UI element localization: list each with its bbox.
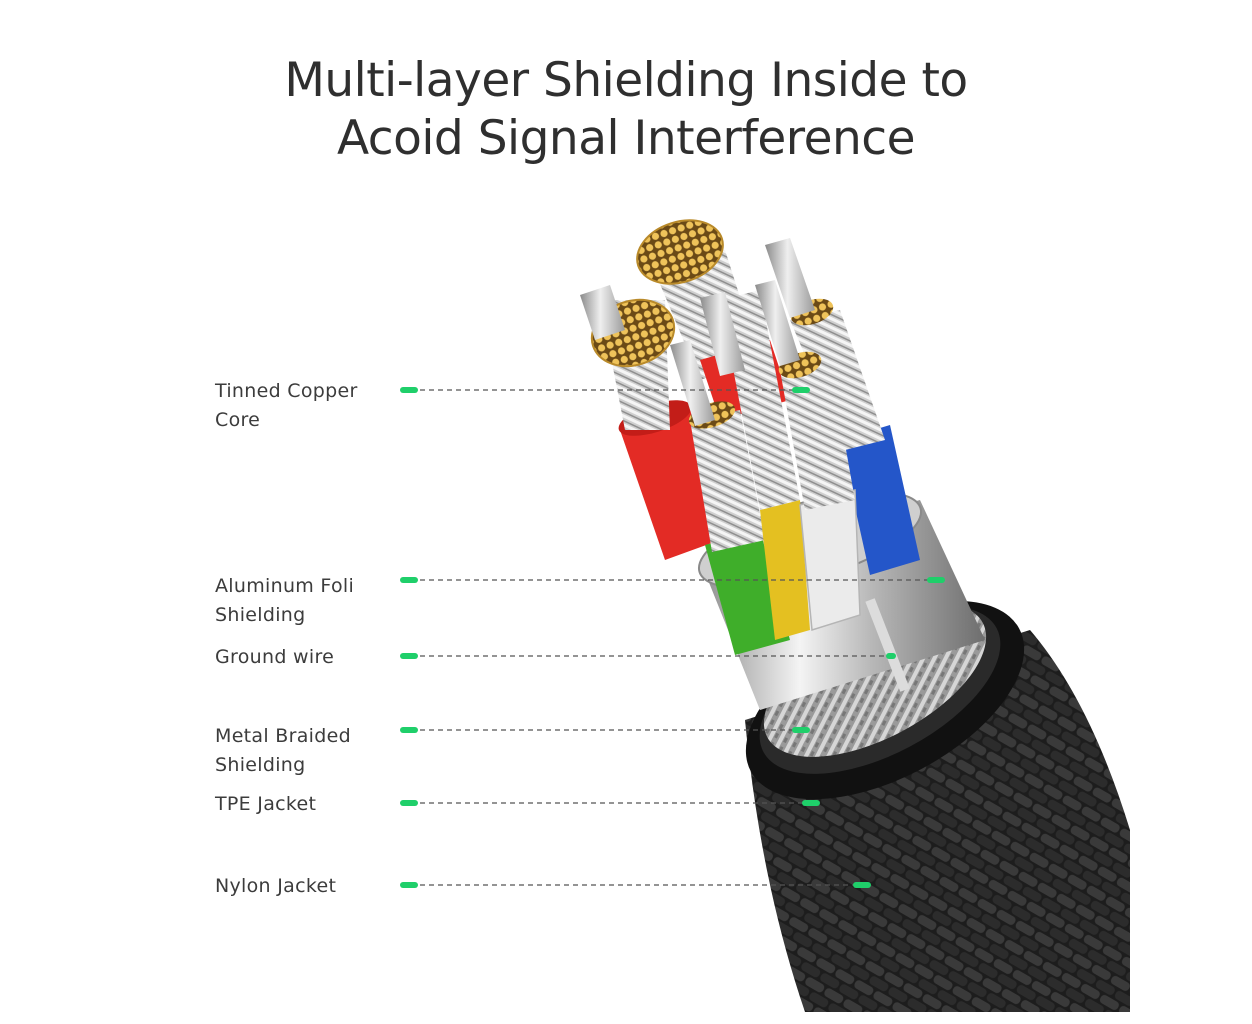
title-line-1: Multi-layer Shielding Inside to xyxy=(284,53,968,108)
label-tpe-jacket: TPE Jacket xyxy=(215,793,317,815)
label-aluminum-foil-shielding: Aluminum Foli Shielding xyxy=(215,575,355,626)
ground-wire-shape xyxy=(865,598,910,692)
yellow-wire xyxy=(760,500,810,640)
label-nylon-jacket: Nylon Jacket xyxy=(215,875,337,897)
target-markers xyxy=(792,387,945,888)
leader-lines xyxy=(420,389,930,886)
green-wire xyxy=(705,530,790,655)
label-metal-braided-shielding: Metal Braided Shielding xyxy=(215,725,351,776)
label-ground-wire: Ground wire xyxy=(215,646,335,668)
label-tinned-copper-core: Tinned Copper Core xyxy=(215,380,358,431)
blue-wire xyxy=(840,425,920,575)
title-line-2: Acoid Signal Interference xyxy=(336,111,916,166)
label-markers xyxy=(400,387,418,888)
page-title: Multi-layer Shielding Inside to Acoid Si… xyxy=(0,52,1252,168)
